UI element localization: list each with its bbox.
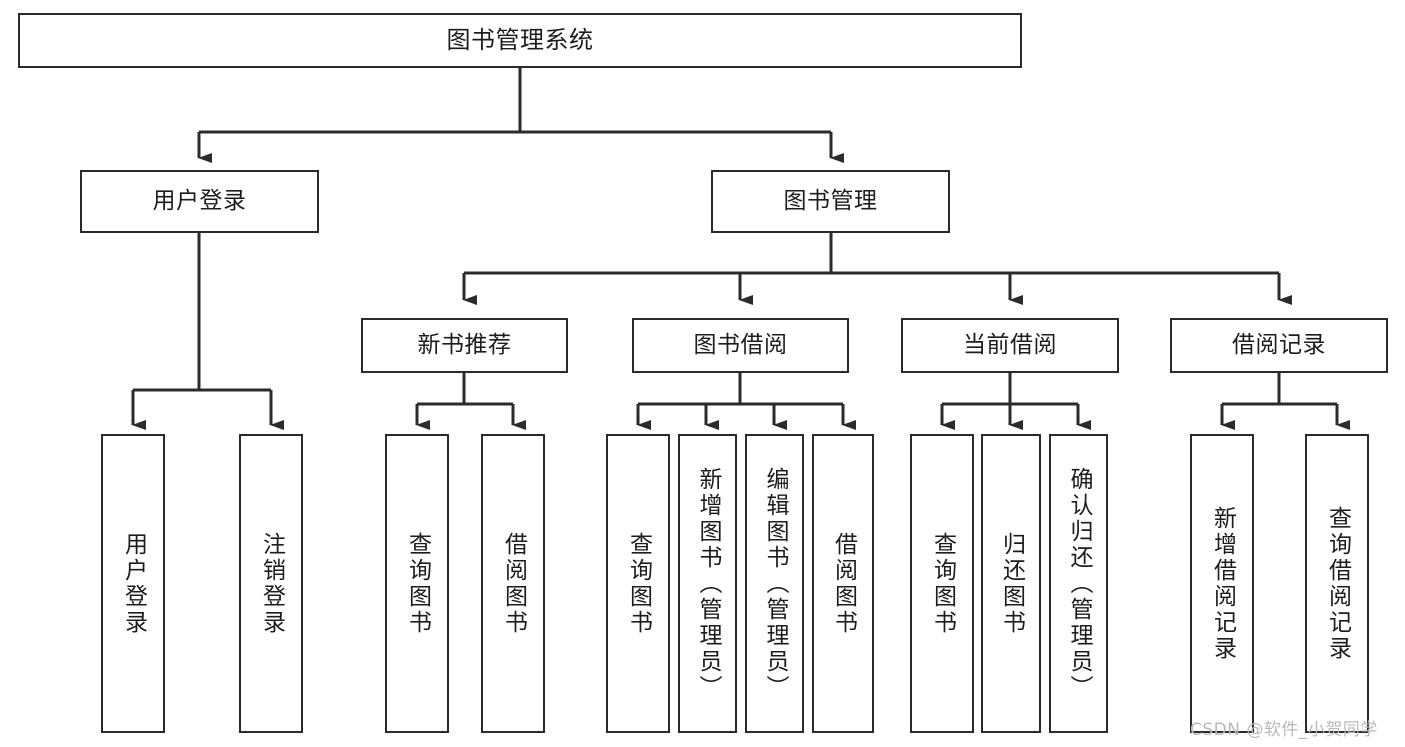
node-label: 查询图书 <box>625 531 652 636</box>
node-label: 借阅记录 <box>1232 331 1326 358</box>
node-borrow-record[interactable]: 借阅记录 <box>1170 318 1388 373</box>
node-label: 确认归还（管理员） <box>1066 466 1092 701</box>
node-label: 注销登录 <box>258 531 285 636</box>
node-label: 当前借阅 <box>963 331 1057 358</box>
leaf-user-login-login[interactable]: 用户登录 <box>101 434 165 733</box>
node-new-book-recommend[interactable]: 新书推荐 <box>361 318 568 373</box>
watermark-credit: CSDN @软件_小贺同学 <box>1190 720 1378 740</box>
node-label: 查询图书 <box>929 531 956 636</box>
node-label: 编辑图书（管理员） <box>762 466 788 701</box>
node-label: 借阅图书 <box>830 531 857 636</box>
node-label: 新书推荐 <box>417 331 512 358</box>
node-user-login[interactable]: 用户登录 <box>80 170 319 233</box>
node-label: 图书管理系统 <box>446 26 594 55</box>
leaf-new-book-borrow-book[interactable]: 借阅图书 <box>481 434 545 733</box>
node-label: 借阅图书 <box>500 531 527 636</box>
leaf-borrow-record-add-record[interactable]: 新增借阅记录 <box>1190 434 1254 733</box>
node-book-management[interactable]: 图书管理 <box>711 170 950 233</box>
leaf-book-borrow-add-book-admin[interactable]: 新增图书（管理员） <box>678 434 737 733</box>
node-label: 归还图书 <box>998 531 1025 636</box>
node-label: 查询借阅记录 <box>1324 505 1351 662</box>
node-label: 图书管理 <box>783 187 878 214</box>
leaf-borrow-record-query-record[interactable]: 查询借阅记录 <box>1305 434 1369 733</box>
node-label: 图书借阅 <box>693 331 788 358</box>
node-book-borrow[interactable]: 图书借阅 <box>632 318 849 373</box>
node-label: 新增借阅记录 <box>1209 505 1236 662</box>
node-label: 新增图书（管理员） <box>695 466 721 701</box>
node-label: 用户登录 <box>120 531 147 636</box>
leaf-current-borrow-return-book[interactable]: 归还图书 <box>981 434 1041 733</box>
leaf-book-borrow-edit-book-admin[interactable]: 编辑图书（管理员） <box>745 434 804 733</box>
node-label: 用户登录 <box>152 187 247 214</box>
leaf-book-borrow-borrow-book[interactable]: 借阅图书 <box>812 434 874 733</box>
leaf-current-borrow-confirm-return-admin[interactable]: 确认归还（管理员） <box>1049 434 1108 733</box>
leaf-current-borrow-query-book[interactable]: 查询图书 <box>910 434 974 733</box>
node-label: 查询图书 <box>404 531 431 636</box>
node-current-borrow[interactable]: 当前借阅 <box>901 318 1119 373</box>
leaf-new-book-query-book[interactable]: 查询图书 <box>385 434 449 733</box>
node-root-system[interactable]: 图书管理系统 <box>18 13 1022 68</box>
leaf-user-login-logout[interactable]: 注销登录 <box>239 434 303 733</box>
leaf-book-borrow-query-book[interactable]: 查询图书 <box>606 434 670 733</box>
